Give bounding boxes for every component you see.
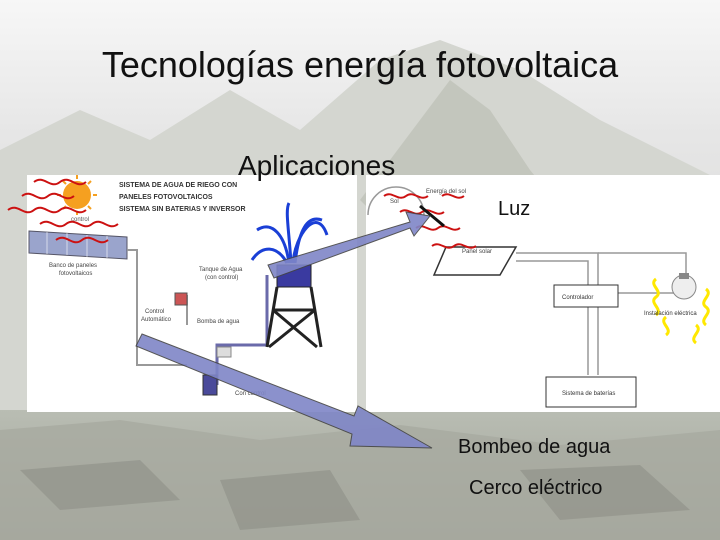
light-glow-icon xyxy=(652,277,710,345)
panel-label: Panel solar xyxy=(462,249,492,255)
label-bombeo: Bombeo de agua xyxy=(458,436,611,458)
bank-label-line-1: Banco de paneles xyxy=(49,263,97,269)
controller-label: Controlador xyxy=(562,295,593,301)
energy-label: Energía del sol xyxy=(426,189,466,195)
control-label-line-1: Control xyxy=(145,309,164,315)
battery-label: Sistema de baterías xyxy=(562,391,615,397)
solar-panel-bank xyxy=(28,230,128,260)
irrigation-system-diagram: control SISTEMA DE AGUA DE RIEGO CON PAN… xyxy=(28,175,329,397)
red-wave-lines-right xyxy=(383,193,477,249)
installation-label: Instalación eléctrica xyxy=(644,311,697,317)
label-luz: Luz xyxy=(498,198,531,220)
subtitle: Aplicaciones xyxy=(238,150,396,181)
red-wave-lines-left xyxy=(7,178,119,244)
pump-label: Bomba de agua xyxy=(197,319,240,325)
left-diagram-panel: control SISTEMA DE AGUA DE RIEGO CON PAN… xyxy=(27,175,357,412)
sun-label: Sol xyxy=(390,199,399,205)
right-diagram-panel: Sol Energía del sol Panel solar Controla… xyxy=(366,175,720,412)
light-bulb-icon xyxy=(671,273,697,300)
left-heading-line-1: SISTEMA DE AGUA DE RIEGO CON xyxy=(119,182,237,189)
control-label-line-2: Automático xyxy=(141,317,172,323)
sun-small-label: control xyxy=(71,217,89,223)
slide-title: Tecnologías energía fotovoltaica xyxy=(101,44,619,85)
tank-label-line-1: Tanque de Agua xyxy=(199,267,243,273)
solar-electric-system-diagram: Sol Energía del sol Panel solar Controla… xyxy=(367,186,710,408)
left-heading-line-3: SISTEMA SIN BATERIAS Y INVERSOR xyxy=(119,206,246,213)
water-fountain-icon xyxy=(250,202,329,264)
bank-label-line-2: fotovoltaicos xyxy=(59,271,92,277)
tank-label-line-2: (con control) xyxy=(205,275,238,281)
arrow-to-bombeo xyxy=(135,333,433,449)
tank-bottom-label: Con control xyxy=(235,391,266,397)
arrow-to-luz xyxy=(267,211,431,279)
left-heading-line-2: PANELES FOTOVOLTAICOS xyxy=(119,194,213,201)
label-cerco: Cerco eléctrico xyxy=(469,477,603,499)
